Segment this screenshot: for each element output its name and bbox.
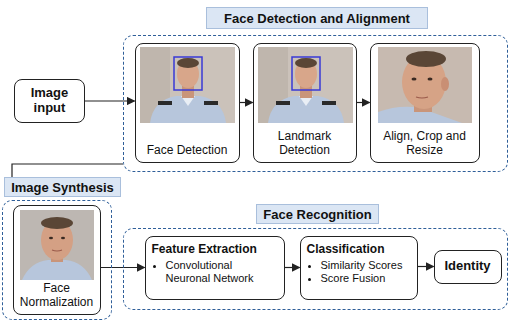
detection-box (174, 57, 202, 90)
bullet-item: Convolutional Neuronal Network (166, 259, 278, 285)
box-label: Image input (19, 86, 80, 116)
flow-arrow (285, 267, 300, 268)
bullet-item: Score Fusion (321, 272, 411, 285)
normalized-face-photo (20, 210, 94, 280)
flow-arrow (240, 102, 253, 103)
aligned-face-photo (378, 47, 472, 123)
group-region: Image SynthesisFace Normalization (2, 200, 112, 320)
photo-background (140, 47, 235, 123)
box-label: Align, Crop and Resize (375, 130, 475, 158)
image-step-box: Landmark Detection (253, 43, 357, 163)
flow-arrow (85, 100, 135, 101)
process-box: ClassificationSimilarity ScoresScore Fus… (300, 236, 418, 300)
ear (441, 77, 449, 91)
shirt (150, 96, 226, 123)
eye (61, 237, 65, 240)
mouth (52, 250, 62, 251)
box-heading: Feature Extraction (152, 242, 278, 256)
group-title: Image Synthesis (11, 180, 114, 195)
box-label: Landmark Detection (258, 130, 352, 158)
group-heading: Image Synthesis (4, 177, 121, 197)
shirt (22, 260, 92, 280)
group-title: Face Recognition (263, 207, 371, 222)
process-box: Image input (14, 79, 85, 123)
process-box: Feature ExtractionConvolutional Neuronal… (145, 236, 285, 300)
face-detection-photo (140, 47, 235, 123)
eye (49, 237, 53, 240)
epaulette (204, 101, 218, 105)
bullet-item: Similarity Scores (321, 259, 411, 272)
group-region: Face RecognitionFeature ExtractionConvol… (123, 228, 508, 310)
group-heading: Face Recognition (256, 204, 379, 224)
image-step-box: Face Detection (135, 43, 240, 163)
image-step-box: Face Normalization (13, 205, 101, 315)
box-label: Face Detection (147, 144, 228, 158)
box-label: Face Normalization (18, 282, 96, 310)
hair (406, 51, 446, 67)
box-heading: Classification (307, 242, 411, 256)
hair (41, 217, 73, 229)
image-step-box: Align, Crop and Resize (370, 43, 480, 163)
hair (177, 58, 199, 68)
process-box: Identity (434, 250, 502, 284)
box-label: Identity (444, 259, 490, 274)
flow-arrow (12, 164, 123, 177)
eye (428, 78, 433, 81)
flow-arrow (357, 102, 370, 103)
eye (412, 78, 417, 81)
flow-arrow (418, 266, 434, 267)
group-title: Face Detection and Alignment (224, 11, 410, 26)
group-heading: Face Detection and Alignment (206, 7, 428, 29)
mouth (416, 97, 428, 98)
bullet-list: Convolutional Neuronal Network (152, 259, 278, 285)
photo-background (20, 210, 94, 280)
group-region: Face Detection and AlignmentFace Detecti… (123, 35, 508, 172)
photo-background (378, 47, 472, 123)
epaulette (158, 101, 172, 105)
landmark-photo (258, 47, 353, 123)
bullet-list: Similarity ScoresScore Fusion (307, 259, 411, 285)
